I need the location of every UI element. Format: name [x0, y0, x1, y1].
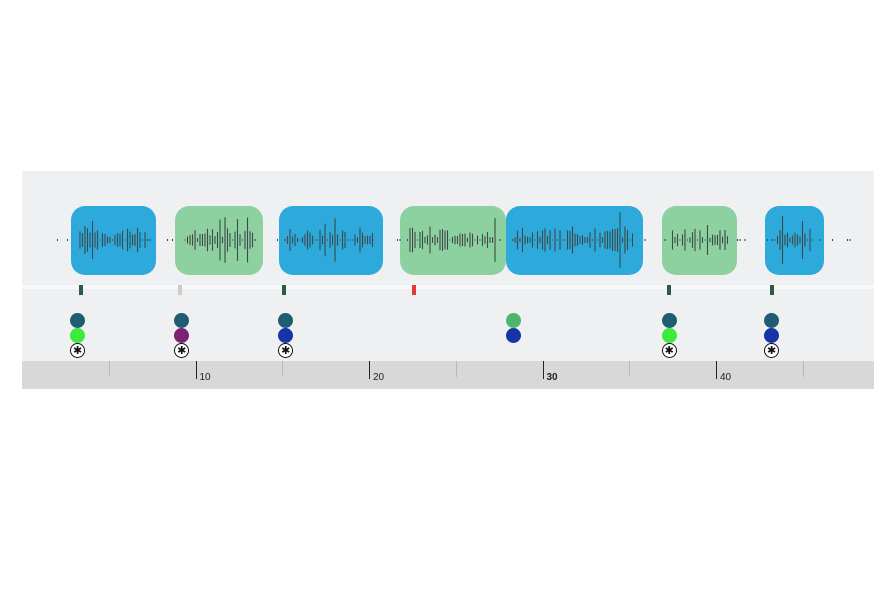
time-ruler[interactable]: 10 20 30 40	[22, 361, 874, 389]
waveform-lane[interactable]	[22, 171, 874, 285]
ruler-label: 10	[199, 372, 211, 383]
annotation-dot-lane: ✱ ✱ ✱ ✱ ✱	[22, 309, 874, 361]
ruler-label: 40	[720, 372, 732, 383]
annotation-dot[interactable]	[174, 313, 190, 328]
ruler-tick	[282, 361, 284, 377]
annotation-dot[interactable]	[764, 328, 780, 343]
asterisk-icon[interactable]: ✱	[174, 343, 190, 358]
event-marker[interactable]	[667, 285, 672, 295]
ruler-label: 20	[373, 372, 385, 383]
ruler-label: 30	[546, 372, 558, 383]
waveform-graphic	[56, 212, 851, 268]
annotation-dot[interactable]	[174, 328, 190, 343]
segment-blue[interactable]	[764, 206, 824, 275]
asterisk-icon[interactable]: ✱	[764, 343, 780, 358]
event-marker[interactable]	[78, 285, 83, 295]
event-marker[interactable]	[412, 285, 417, 295]
annotation-dot[interactable]	[505, 328, 521, 343]
annotation-dot[interactable]	[661, 313, 677, 328]
asterisk-icon[interactable]: ✱	[661, 343, 677, 358]
ruler-tick	[542, 361, 544, 379]
ruler-tick	[455, 361, 457, 377]
asterisk-icon[interactable]: ✱	[70, 343, 86, 358]
annotation-dot[interactable]	[278, 313, 294, 328]
segment-green[interactable]	[174, 206, 264, 275]
annotation-dot[interactable]	[505, 313, 521, 328]
event-marker[interactable]	[177, 285, 182, 295]
ruler-tick	[195, 361, 197, 379]
annotation-dot[interactable]	[278, 328, 294, 343]
annotation-dot[interactable]	[70, 313, 86, 328]
ruler-tick	[629, 361, 631, 377]
annotation-dot[interactable]	[70, 328, 86, 343]
ruler-tick	[802, 361, 804, 377]
lane-divider	[22, 285, 874, 289]
event-marker[interactable]	[281, 285, 286, 295]
ruler-tick	[108, 361, 110, 377]
ruler-tick	[716, 361, 717, 379]
timeline-panel: ✱ ✱ ✱ ✱ ✱ 10 20 30 40	[22, 171, 874, 389]
ruler-tick	[369, 361, 370, 379]
annotation-dot[interactable]	[661, 328, 677, 343]
asterisk-icon[interactable]: ✱	[278, 343, 294, 358]
event-marker[interactable]	[769, 285, 774, 295]
annotation-dot[interactable]	[764, 313, 780, 328]
marker-lane	[22, 283, 874, 297]
